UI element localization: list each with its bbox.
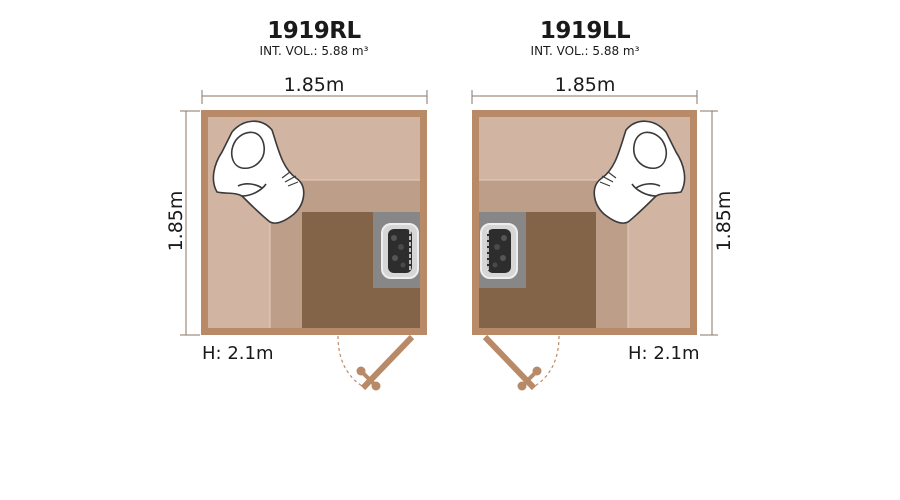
heater-stones-icon	[480, 223, 518, 279]
volume-label: INT. VOL.: 5.88 m³	[259, 44, 369, 58]
height-label: H: 2.1m	[628, 343, 700, 364]
width-dimension-label: 1.85m	[554, 74, 616, 96]
width-dimension-label: 1.85m	[283, 74, 345, 96]
dimension-lines	[471, 90, 718, 336]
person-icon	[593, 120, 686, 224]
model-title: 1919RL	[267, 18, 361, 44]
heater-stones-icon	[381, 223, 419, 279]
door-icon	[337, 334, 415, 391]
person-icon	[212, 120, 305, 224]
model-title: 1919LL	[539, 18, 631, 44]
height-label: H: 2.1m	[202, 343, 274, 364]
dimension-lines	[180, 90, 428, 336]
door-icon	[482, 334, 560, 391]
volume-label: INT. VOL.: 5.88 m³	[530, 44, 640, 58]
